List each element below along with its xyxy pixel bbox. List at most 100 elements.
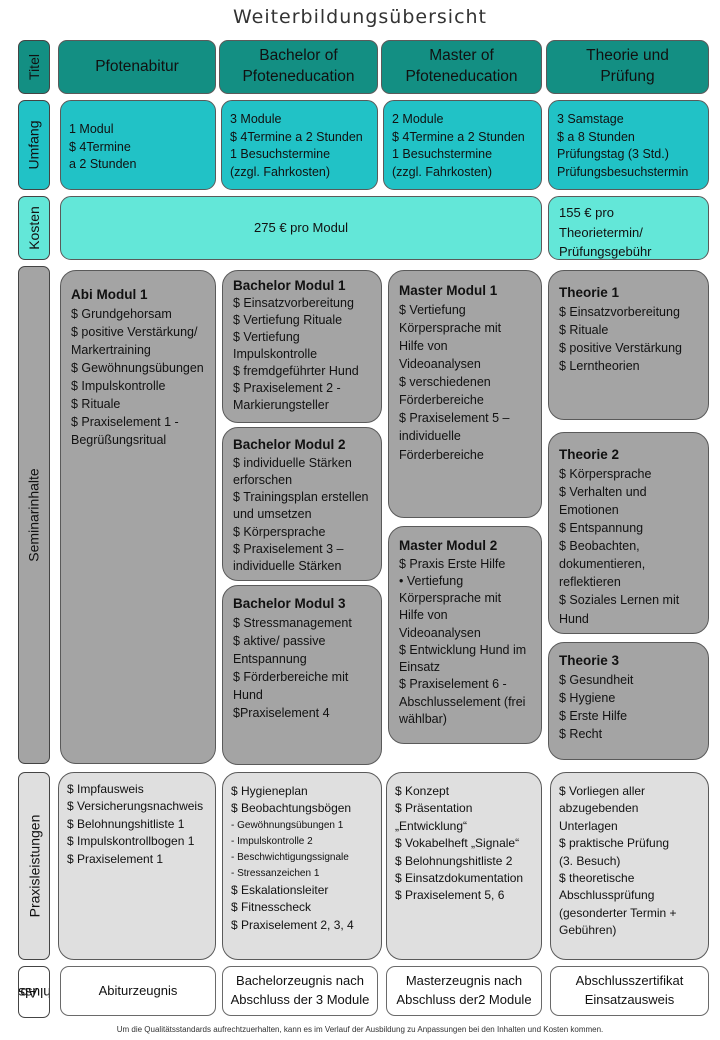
module-line: Impulskontrolle xyxy=(233,347,318,362)
row-label-text: Umfang xyxy=(26,120,42,170)
praxis-pfotenabitur: $ Impfausweis $ Versicherungsnachweis $ … xyxy=(58,772,216,960)
abschluss-line: Abschluss der2 Module xyxy=(396,992,532,1007)
module-line: $ Körpersprache xyxy=(559,466,652,481)
kosten-shared: 275 € pro Modul xyxy=(60,196,542,260)
module-line: individuelle Stärken xyxy=(233,559,342,574)
header-text: Bachelor of xyxy=(259,47,338,65)
umfang-line: a 2 Stunden xyxy=(69,157,137,171)
praxis-line: $ Belohnungshitliste 1 xyxy=(67,816,185,831)
module-theorie-3: Theorie 3 $ Gesundheit $ Hygiene $ Erste… xyxy=(548,642,709,760)
praxis-line: $ Versicherungsnachweis xyxy=(67,799,204,814)
module-line: $ Vertiefung Rituale xyxy=(233,313,343,328)
kosten-line: Theorietermin/ xyxy=(559,224,643,240)
module-master-1: Master Modul 1 $ Vertiefung Körpersprach… xyxy=(388,270,542,518)
praxis-line: $ Vokabelheft „Signale“ xyxy=(395,836,520,851)
umfang-line: $ 4Termine a 2 Stunden xyxy=(392,129,525,144)
umfang-line: 1 Besuchstermine xyxy=(392,147,493,161)
module-line: $ Praxiselement 1 - xyxy=(71,415,179,430)
header-text: Pfotenabitur xyxy=(95,57,179,75)
row-label-titel: Titel xyxy=(18,40,50,94)
module-line: • Vertiefung xyxy=(399,573,464,588)
module-bachelor-2: Bachelor Modul 2 $ individuelle Stärken … xyxy=(222,427,382,581)
module-line: $ Gesundheit xyxy=(559,672,634,687)
module-line: Emotionen xyxy=(559,502,619,517)
module-line: $ Recht xyxy=(559,726,603,741)
module-line: $ Verhalten und xyxy=(559,484,647,499)
module-title: Theorie 1 xyxy=(559,285,620,300)
praxis-line: $ Praxiselement 1 xyxy=(67,851,164,866)
abschluss-line: Abschluss der 3 Module xyxy=(230,992,370,1007)
module-line: $ Erste Hilfe xyxy=(559,708,628,723)
module-line: individuelle xyxy=(399,429,461,444)
module-line: $ individuelle Stärken xyxy=(233,455,352,470)
module-line: erforschen xyxy=(233,472,293,487)
umfang-line: $ a 8 Stunden xyxy=(557,129,635,144)
module-line: $ Impulskontrolle xyxy=(71,379,166,394)
module-line: Entspannung xyxy=(233,651,307,666)
module-line: $ Einsatzvorbereitung xyxy=(233,296,354,311)
column-header-pfotenabitur: Pfotenabitur xyxy=(58,40,216,94)
umfang-line: Prüfungstag (3 Std.) xyxy=(557,147,669,161)
praxis-subline: - Beschwichtigungssignale xyxy=(231,851,349,863)
row-label-text: Seminarinhalte xyxy=(26,468,43,562)
module-bachelor-1: Bachelor Modul 1 $ Einsatzvorbereitung $… xyxy=(222,270,382,423)
module-line: $ Praxiselement 2 - xyxy=(233,381,341,396)
module-line: $ Stressmanagement xyxy=(233,615,352,630)
module-title: Theorie 2 xyxy=(559,447,620,462)
module-theorie-1: Theorie 1 $ Einsatzvorbereitung $ Ritual… xyxy=(548,270,709,420)
praxis-master: $ Konzept $ Präsentation „Entwicklung“ $… xyxy=(386,772,542,960)
praxis-line: Abschlussprüfung xyxy=(559,888,655,903)
row-label-praxisleistungen: Praxisleistungen xyxy=(18,772,50,960)
module-line: $ verschiedenen xyxy=(399,375,491,390)
praxis-line: $ Beobachtungsbögen xyxy=(231,801,352,816)
kosten-theorie: 155 € pro Theorietermin/ Prüfungsgebühr xyxy=(548,196,709,260)
praxis-line: abzugebenden xyxy=(559,801,639,816)
module-line: $ Praxiselement 6 - xyxy=(399,677,507,692)
module-line: $ fremdgeführter Hund xyxy=(233,364,359,379)
module-line: Einsatz xyxy=(399,660,440,675)
module-line: Begrüßungsritual xyxy=(71,433,167,448)
module-bachelor-3: Bachelor Modul 3 $ Stressmanagement $ ak… xyxy=(222,585,382,765)
footer-note: Um die Qualitätsstandards aufrechtzuerha… xyxy=(116,1025,604,1034)
module-title: Master Modul 1 xyxy=(399,283,498,298)
module-line: Hund xyxy=(559,611,589,626)
kosten-line: Prüfungsgebühr xyxy=(559,244,652,259)
praxis-line: $ Impfausweis xyxy=(67,782,144,796)
module-line: $ Trainingsplan erstellen xyxy=(233,490,369,505)
praxis-line: $ Eskalationsleiter xyxy=(231,882,329,897)
kosten-text: 275 € pro Modul xyxy=(254,220,348,236)
module-theorie-2: Theorie 2 $ Körpersprache $ Verhalten un… xyxy=(548,432,709,634)
umfang-bachelor: 3 Module $ 4Termine a 2 Stunden 1 Besuch… xyxy=(221,100,378,190)
page-title: Weiterbildungsübersicht xyxy=(232,6,488,28)
kosten-line: 155 € pro xyxy=(559,205,614,220)
module-line: Markierungsteller xyxy=(233,398,329,413)
row-label-text: Titel xyxy=(26,54,42,80)
module-master-2: Master Modul 2 $ Praxis Erste Hilfe • Ve… xyxy=(388,526,542,744)
header-text: Prüfung xyxy=(600,68,655,85)
module-title: Bachelor Modul 2 xyxy=(233,437,346,452)
module-line: $ Körpersprache xyxy=(233,524,326,539)
module-line: $ Rituale xyxy=(71,397,121,412)
module-line: Förderbereiche xyxy=(399,447,484,462)
praxis-line: $ Einsatzdokumentation xyxy=(395,870,524,885)
umfang-theorie: 3 Samstage $ a 8 Stunden Prüfungstag (3 … xyxy=(548,100,709,190)
abschluss-line: Abiturzeugnis xyxy=(98,982,178,998)
module-title: Abi Modul 1 xyxy=(71,287,148,302)
module-line: Abschlusselement (frei xyxy=(399,694,526,709)
umfang-line: Prüfungsbesuchstermin xyxy=(557,164,689,179)
module-title: Theorie 3 xyxy=(559,653,620,668)
module-abi-1: Abi Modul 1 $ Grundgehorsam $ positive V… xyxy=(60,270,216,764)
praxis-bachelor: $ Hygieneplan $ Beobachtungsbögen - Gewö… xyxy=(222,772,382,960)
module-line: Körpersprache mit xyxy=(399,591,502,606)
abschluss-pfotenabitur: Abiturzeugnis xyxy=(60,966,216,1016)
module-line: $ Entspannung xyxy=(559,520,644,535)
row-label-seminarinhalte: Seminarinhalte xyxy=(18,266,50,764)
module-line: Hund xyxy=(233,688,263,703)
module-line: $ Förderbereiche mit xyxy=(233,669,349,684)
praxis-line: Gebühren) xyxy=(559,923,617,938)
praxis-line: $ Praxiselement 5, 6 xyxy=(395,888,505,903)
praxis-line: (3. Besuch) xyxy=(559,853,621,868)
praxis-subline: - Stressanzeichen 1 xyxy=(231,867,320,879)
